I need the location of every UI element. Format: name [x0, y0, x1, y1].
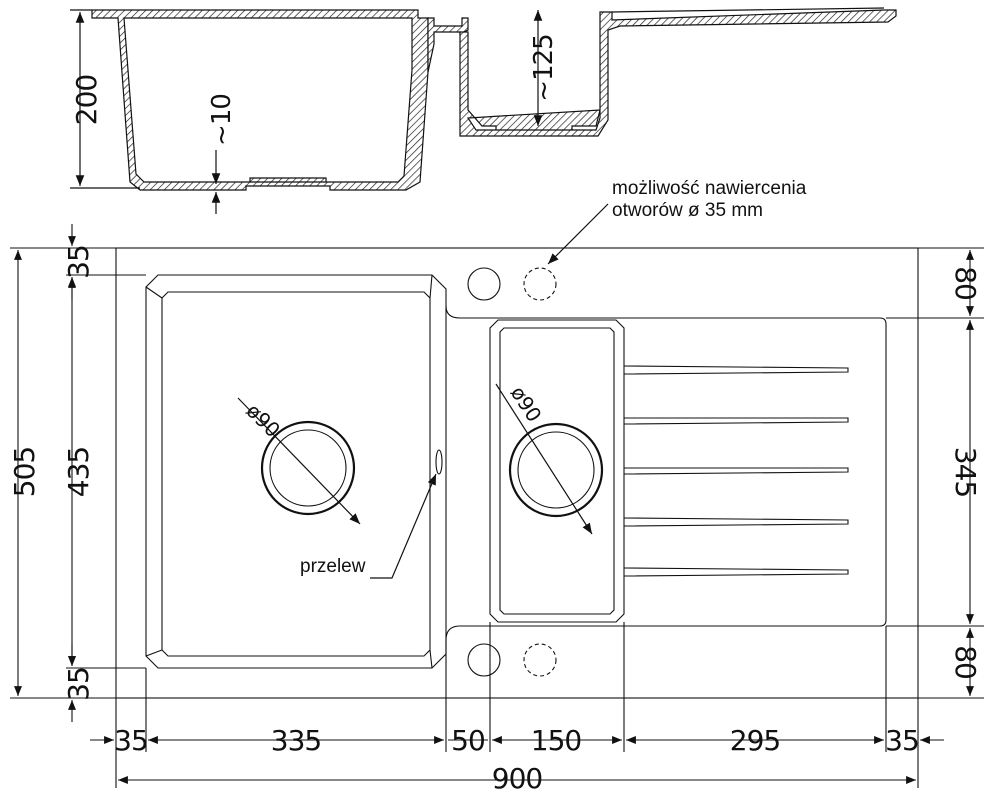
tap-hole-bottom	[467, 643, 501, 677]
main-drain-diameter: ø90	[241, 399, 285, 443]
drainer-outline	[445, 305, 887, 641]
seg-4-label: 150	[531, 724, 581, 757]
height-label: 200	[70, 75, 103, 125]
total-depth-label: 505	[8, 447, 41, 497]
tap-hole-note-line1: możliwość nawiercenia	[612, 178, 807, 199]
small-drain-diameter: ø90	[506, 382, 547, 427]
right-bottom-label: 80	[949, 645, 982, 679]
small-bowl-inner	[499, 327, 615, 615]
total-width-label: 900	[492, 762, 542, 795]
main-drain	[260, 420, 356, 516]
tap-hole-optional-top	[523, 267, 557, 301]
top-margin-label: 35	[62, 245, 95, 279]
small-bowl-section	[459, 9, 897, 137]
sink-outline	[115, 247, 919, 699]
drainer-grooves	[623, 365, 849, 577]
tap-hole-top	[467, 267, 501, 301]
right-middle-label: 345	[949, 447, 982, 497]
overflow-hole	[435, 449, 443, 475]
right-top-label: 80	[949, 266, 982, 300]
seg-1-label: 35	[114, 724, 148, 757]
seg-2-label: 335	[271, 724, 321, 757]
bottom-margin-label: 35	[62, 667, 95, 701]
main-bowl-section	[91, 9, 429, 191]
main-bowl-rim	[145, 274, 447, 669]
tap-hole-note-line2: otworów ø 35 mm	[612, 200, 763, 221]
section-view	[70, 7, 897, 214]
main-bowl-inner	[161, 291, 431, 657]
small-drain	[508, 422, 604, 518]
tap-hole-optional-bottom	[523, 643, 557, 677]
seg-3-label: 50	[451, 724, 485, 757]
seg-5-label: 295	[730, 724, 780, 757]
small-drain-inner	[517, 431, 595, 509]
overflow-label: przelew	[300, 556, 366, 577]
small-bowl-depth-label: ~125	[529, 34, 559, 101]
main-drain-inner	[269, 429, 347, 507]
small-bowl-rim	[489, 319, 625, 623]
seg-6-label: 35	[885, 724, 919, 757]
bowl-depth-label: 435	[62, 447, 95, 497]
plan-view	[115, 247, 919, 699]
middle-rim-section	[427, 17, 469, 73]
floor-thickness-label: ~10	[207, 94, 237, 146]
